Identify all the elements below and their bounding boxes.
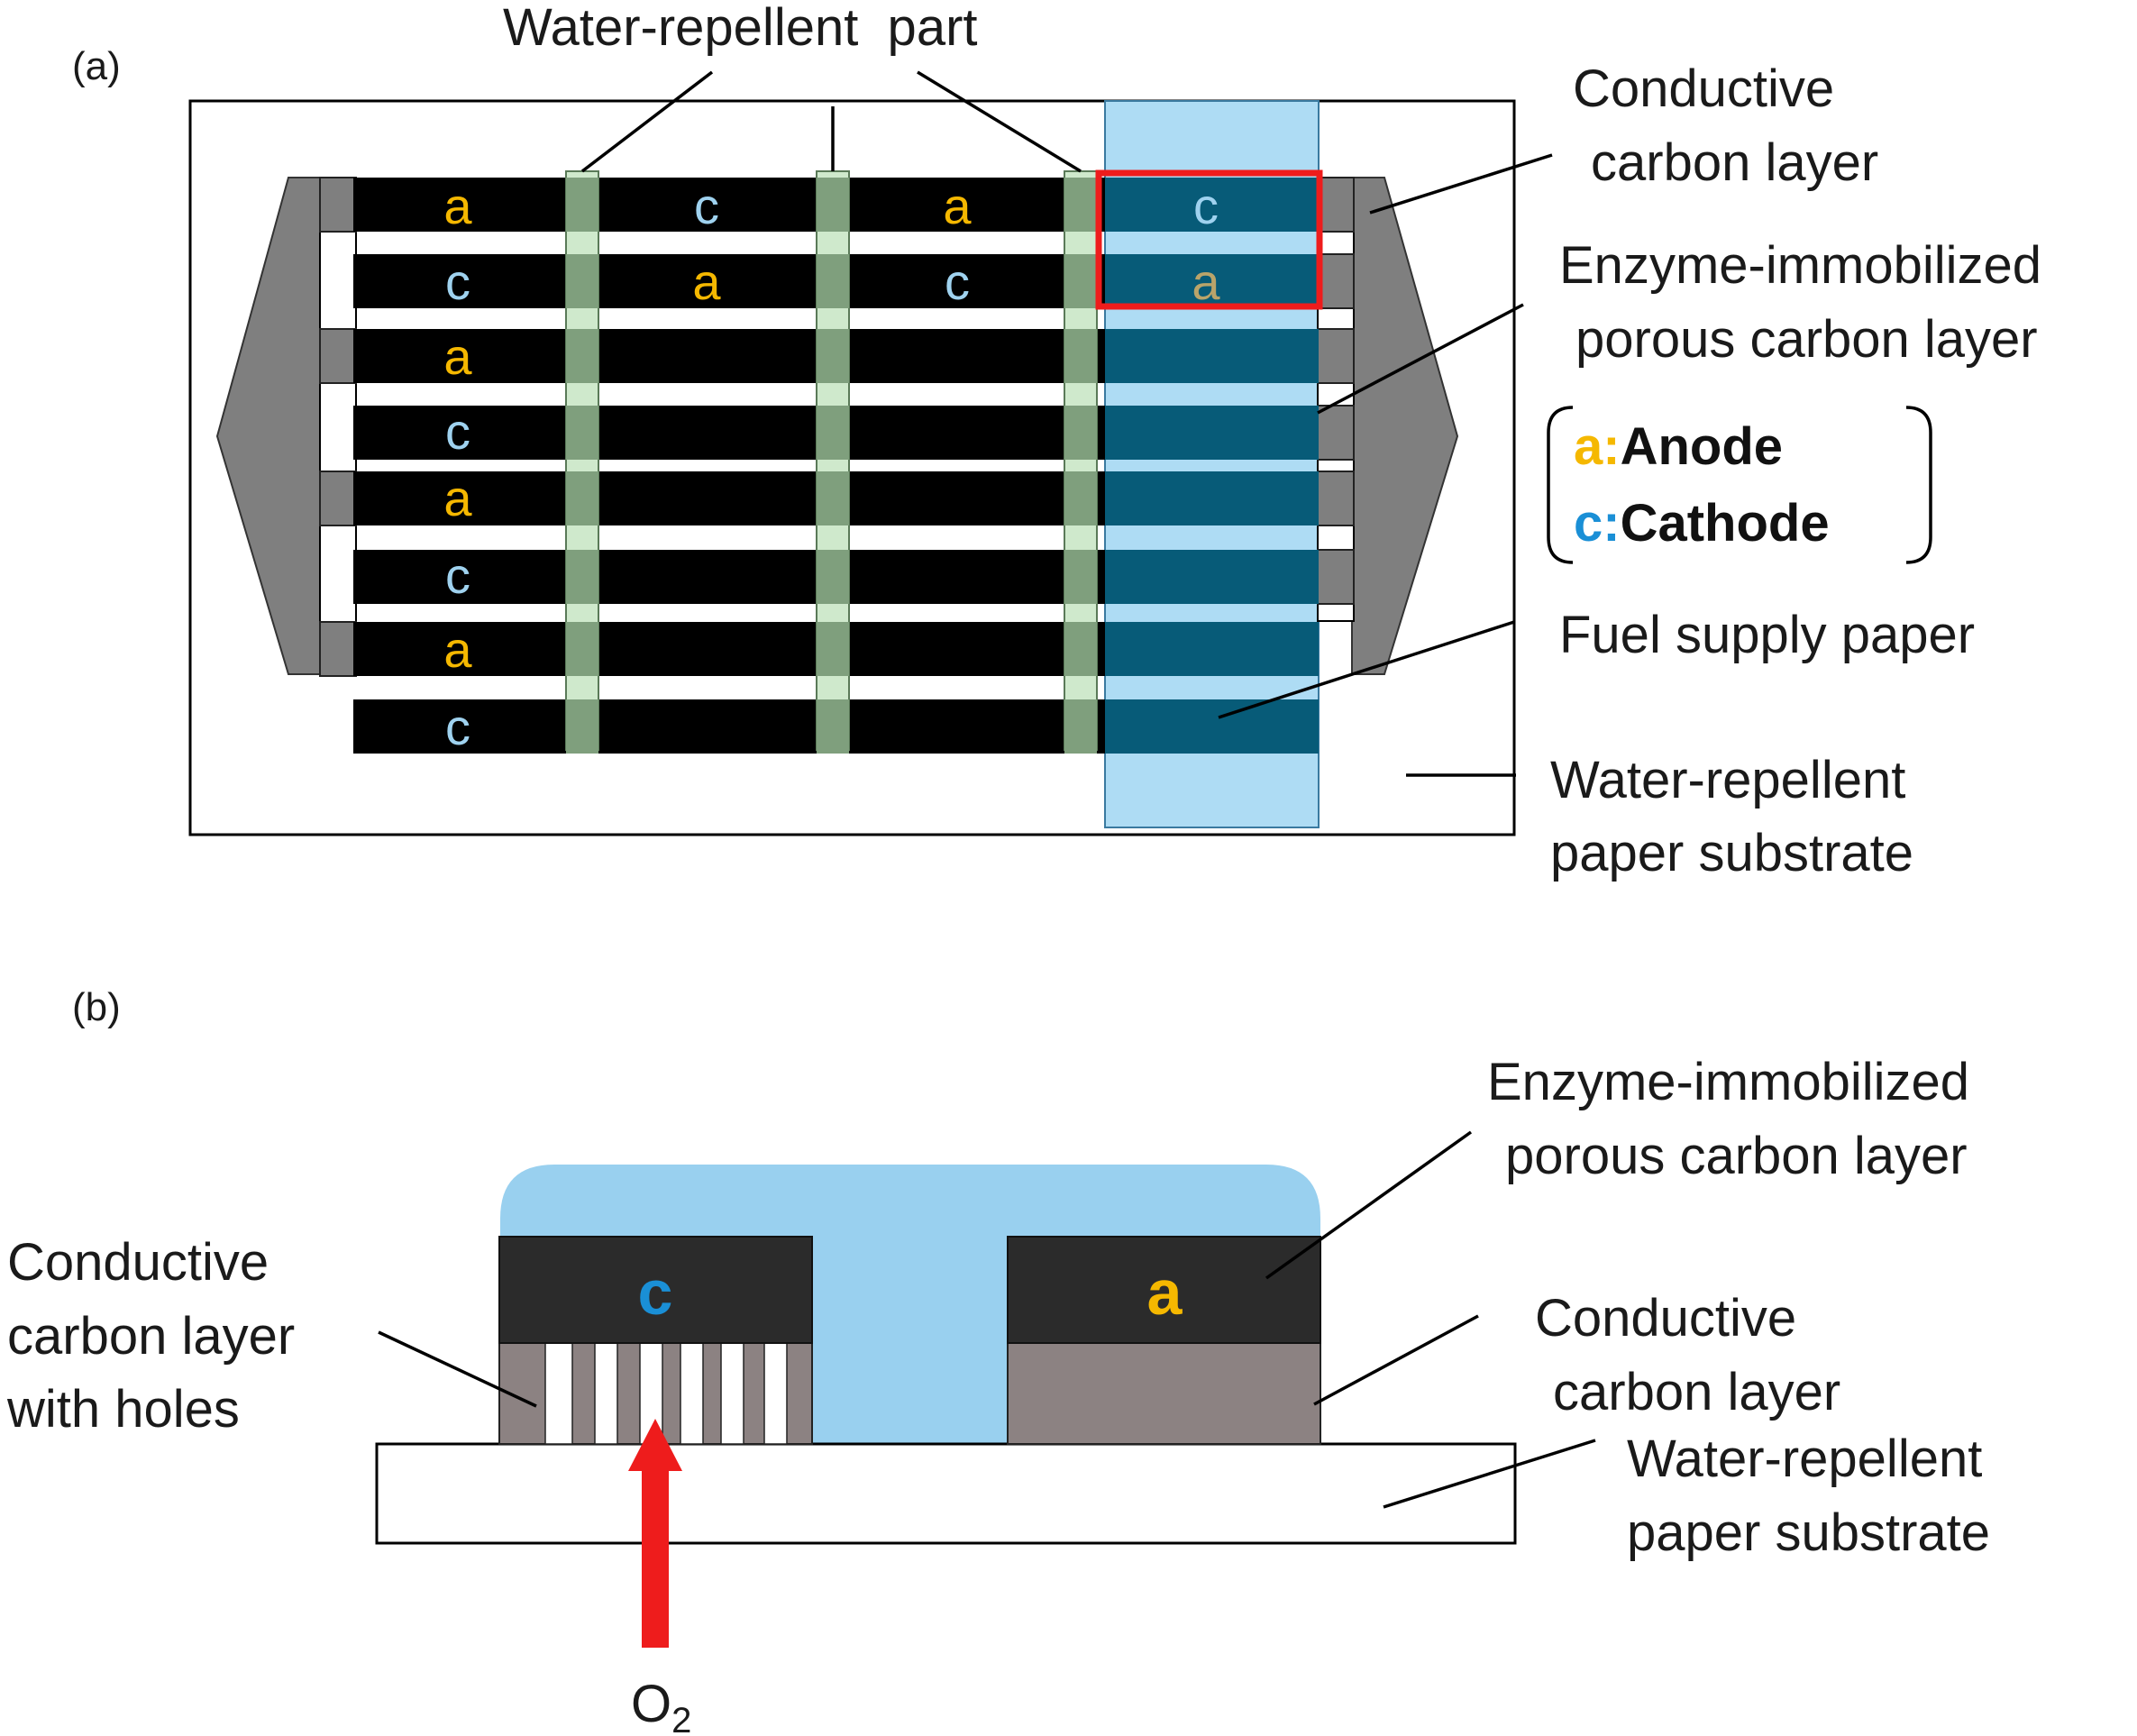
column-1-letters: a c a c a c <box>443 328 472 755</box>
cell-label: a <box>443 470 472 526</box>
legend-left-bracket <box>1547 406 1574 564</box>
cell-label: c <box>445 699 470 755</box>
label-conductive-1: Conductive <box>1573 59 1834 118</box>
label-water-repellent-part: Water-repellent part <box>503 0 978 57</box>
cell-label: c <box>945 253 970 310</box>
anode-enzyme-layer <box>1007 1236 1321 1344</box>
panel-b: (b) c a O2 Enzyme-immobilized po <box>6 985 1990 1736</box>
cathode-enzyme-layer <box>498 1236 813 1344</box>
label-substrate-1: Water-repellent <box>1550 751 1905 809</box>
anode-conductive-layer <box>1007 1342 1321 1445</box>
cell-label: c <box>445 253 470 310</box>
comb-frame <box>319 177 1355 675</box>
cell-label: c <box>694 178 719 234</box>
holes <box>544 1342 788 1445</box>
fuel-overlap <box>1105 178 1319 754</box>
label-enzyme-b-2: porous carbon layer <box>1505 1127 1968 1185</box>
cell-label: a <box>443 328 472 385</box>
water-repellent-overlaps <box>566 178 1097 754</box>
leader-line <box>1218 620 1515 719</box>
label-substrate-2: paper substrate <box>1550 824 1913 882</box>
cell-label: a <box>1192 253 1220 310</box>
label-holes-3: with holes <box>6 1380 240 1439</box>
label-conductive-b-1: Conductive <box>1535 1289 1796 1348</box>
left-collector <box>215 177 321 675</box>
leader-line <box>1383 1439 1596 1509</box>
legend: a:Anode c:Cathode <box>1547 406 1932 564</box>
leader-line <box>1265 1130 1473 1280</box>
panel-a: (a) <box>72 0 2041 882</box>
label-enzyme-b-1: Enzyme-immobilized <box>1487 1053 1969 1111</box>
label-holes-1: Conductive <box>7 1233 269 1292</box>
label-fuel-supply-paper: Fuel supply paper <box>1559 606 1975 664</box>
label-substrate-b-2: paper substrate <box>1627 1503 1990 1562</box>
cell-label: a <box>443 178 472 234</box>
cathode-letter: c <box>638 1257 673 1328</box>
panel-a-label: (a) <box>72 44 121 88</box>
oxygen-label: O2 <box>631 1675 691 1736</box>
row-2-letters: c a c a <box>445 253 1220 310</box>
cell-label: a <box>692 253 721 310</box>
leader-line <box>917 70 1082 173</box>
label-enzyme-2: porous carbon layer <box>1575 310 2038 369</box>
leader-line <box>1313 1314 1479 1406</box>
legend-cathode: c:Cathode <box>1574 494 1830 553</box>
label-holes-2: carbon layer <box>7 1307 295 1366</box>
leader-line <box>1317 303 1524 415</box>
leader-line <box>1369 153 1553 215</box>
label-conductive-2: carbon layer <box>1591 133 1878 192</box>
substrate-b <box>375 1442 1517 1545</box>
label-enzyme-1: Enzyme-immobilized <box>1559 236 2041 295</box>
legend-anode: a:Anode <box>1574 417 1783 476</box>
oxygen-arrow <box>628 1419 682 1648</box>
panel-b-label: (b) <box>72 985 121 1029</box>
row-1-letters: a c a c <box>443 178 1219 234</box>
cell-label: a <box>443 621 472 678</box>
contact-pads-right <box>1317 177 1355 605</box>
cell-label: c <box>445 403 470 460</box>
cell-label: c <box>445 547 470 604</box>
cell-label: c <box>1193 178 1219 234</box>
label-substrate-b-1: Water-repellent <box>1627 1430 1982 1488</box>
leader-line <box>580 70 714 173</box>
anode-letter: a <box>1147 1257 1183 1328</box>
cell-label: a <box>943 178 972 234</box>
legend-right-bracket <box>1905 406 1932 564</box>
red-highlight-box <box>1095 169 1323 310</box>
leader-line <box>378 1330 537 1408</box>
label-conductive-b-2: carbon layer <box>1553 1363 1840 1421</box>
